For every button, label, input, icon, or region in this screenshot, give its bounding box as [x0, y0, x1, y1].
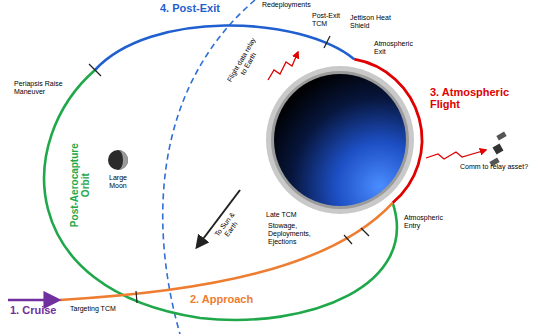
atmospheric-flight-red — [354, 59, 422, 203]
atmosphere-halo — [266, 66, 414, 214]
event-note: Periapsis Raise Maneuver — [14, 80, 66, 96]
moon-body — [108, 150, 128, 170]
relay-satellite — [489, 132, 506, 167]
relay-zigzag — [268, 52, 298, 80]
planet-body — [274, 74, 406, 206]
event-note: Atmospheric Entry — [404, 214, 454, 230]
direction-label: To Sun & Earth — [210, 206, 247, 247]
event-note: Jettison Heat Shield — [350, 14, 392, 30]
event-note: Post-Exit TCM — [312, 12, 346, 28]
event-note: Redeployments — [262, 1, 311, 9]
maneuver-ticks — [89, 36, 369, 303]
phase-title: 2. Approach — [190, 293, 253, 305]
cruise-purple — [8, 299, 58, 302]
approach-orange — [60, 203, 393, 300]
event-note: Comm to relay asset? — [460, 163, 530, 171]
event-note: Stowage, Deployments, Ejections — [268, 222, 326, 245]
moon-lit-side — [118, 150, 128, 170]
post-exit-blue — [95, 25, 354, 70]
event-note: Flight data relay to Earth — [225, 36, 265, 89]
atmosphere-ring — [271, 71, 409, 209]
orbit-green — [44, 70, 397, 320]
phase-title: Post-Aerocapture Orbit — [69, 135, 91, 235]
comm-zigzag — [426, 150, 486, 159]
event-note: Atmospheric Exit — [374, 40, 422, 56]
phase-title: 3. Atmospheric Flight — [430, 86, 535, 111]
phase-title: 1. Cruise — [10, 304, 56, 316]
event-note: Targeting TCM — [70, 305, 116, 313]
body-label: Large Moon — [100, 174, 136, 190]
phase-title: 4. Post-Exit — [160, 2, 220, 14]
event-note: Late TCM — [266, 211, 297, 219]
